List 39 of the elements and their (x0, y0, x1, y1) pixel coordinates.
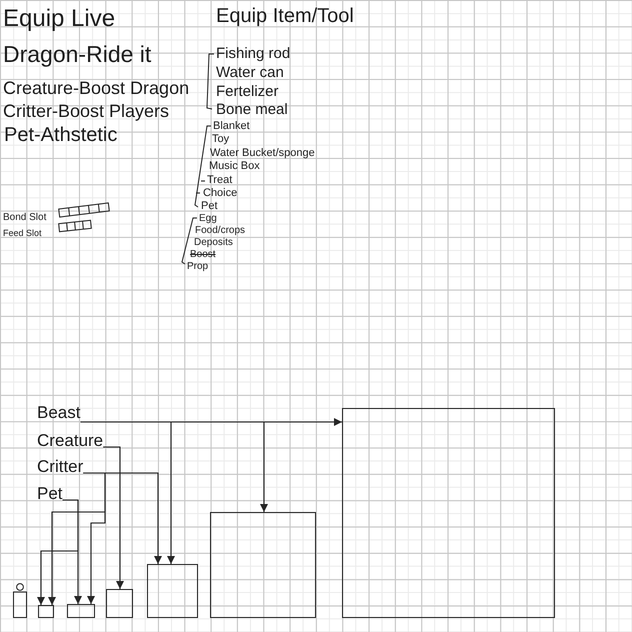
empty-box (106, 589, 133, 618)
handwritten-note: Pet (201, 200, 218, 213)
handwritten-note: Fertelizer (216, 83, 279, 101)
category-label: Critter (37, 457, 84, 477)
handwritten-note: Pet-Athstetic (4, 123, 118, 147)
handwritten-note: Equip Item/Tool (216, 4, 354, 28)
handwritten-note: Food/crops (195, 225, 246, 237)
connector-arrow (62, 499, 82, 604)
handwritten-note: Egg (199, 213, 217, 225)
handwritten-note: Fishing rod (216, 45, 290, 63)
connector-arrow (83, 472, 162, 564)
handwritten-note: Equip Live (3, 5, 116, 33)
handwritten-note: Water Bucket/sponge (210, 147, 315, 160)
empty-box (210, 512, 316, 618)
handwritten-note: Treat (207, 174, 232, 187)
handwritten-note: Boost (190, 249, 216, 261)
handwritten-note: Music Box (209, 160, 260, 173)
handwritten-note: Bond Slot (3, 212, 46, 224)
person-symbol (13, 583, 27, 618)
handwritten-note: Feed Slot (3, 228, 42, 239)
empty-box (67, 604, 95, 618)
handwritten-note: Blanket (213, 120, 250, 133)
handwritten-note: Deposits (194, 237, 233, 249)
handwritten-note: Creature-Boost Dragon (3, 77, 190, 99)
category-label: Beast (37, 403, 80, 423)
handwritten-note: Toy (212, 133, 230, 146)
connector-arrow (80, 421, 268, 512)
handwritten-note: Dragon-Ride it (3, 40, 152, 68)
category-label: Creature (37, 431, 104, 451)
handwritten-note: Bone meal (216, 101, 288, 119)
handwritten-note: Choice (203, 187, 238, 200)
empty-box (342, 408, 555, 618)
empty-box (38, 605, 54, 618)
category-label: Pet (37, 484, 63, 504)
handwritten-note: Water can (216, 64, 284, 82)
connector-arrow (103, 446, 124, 589)
handwritten-note: Prop (187, 261, 208, 273)
empty-box (147, 564, 198, 618)
handwritten-note: Critter-Boost Players (3, 100, 170, 122)
